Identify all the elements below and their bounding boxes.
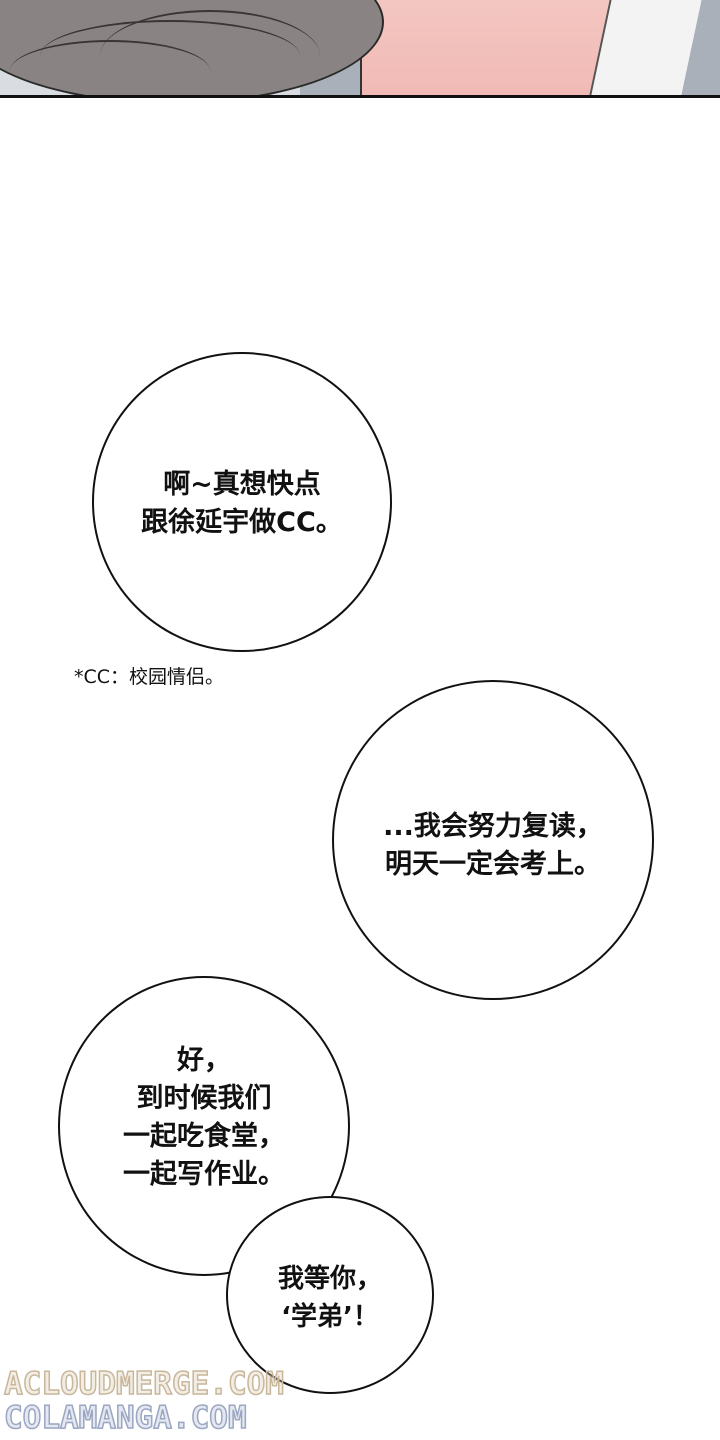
hair-strand	[100, 10, 320, 95]
top-illustration-panel	[0, 0, 720, 98]
watermark: ACLOUDMERGE.COM	[3, 1365, 284, 1403]
speech-bubble-text: 我等你， ‘学弟’！	[277, 1264, 382, 1332]
speech-bubble-text: 好， 到时候我们 一起吃食堂， 一起写作业。	[123, 1045, 285, 1190]
character-neck	[360, 0, 614, 95]
speech-bubble-1: 啊~真想快点 跟徐延宇做CC。	[92, 352, 392, 652]
watermark: COLAMANGA.COM	[3, 1399, 247, 1437]
speech-bubble-text: ...我会努力复读， 明天一定会考上。	[383, 811, 603, 880]
footnote: *CC：校园情侣。	[74, 666, 225, 688]
speech-bubble-text: 啊~真想快点 跟徐延宇做CC。	[141, 469, 343, 538]
speech-bubble-2: ...我会努力复读， 明天一定会考上。	[332, 680, 654, 1000]
hair-strand	[10, 40, 210, 95]
speech-bubble-4: 我等你， ‘学弟’！	[226, 1196, 434, 1394]
